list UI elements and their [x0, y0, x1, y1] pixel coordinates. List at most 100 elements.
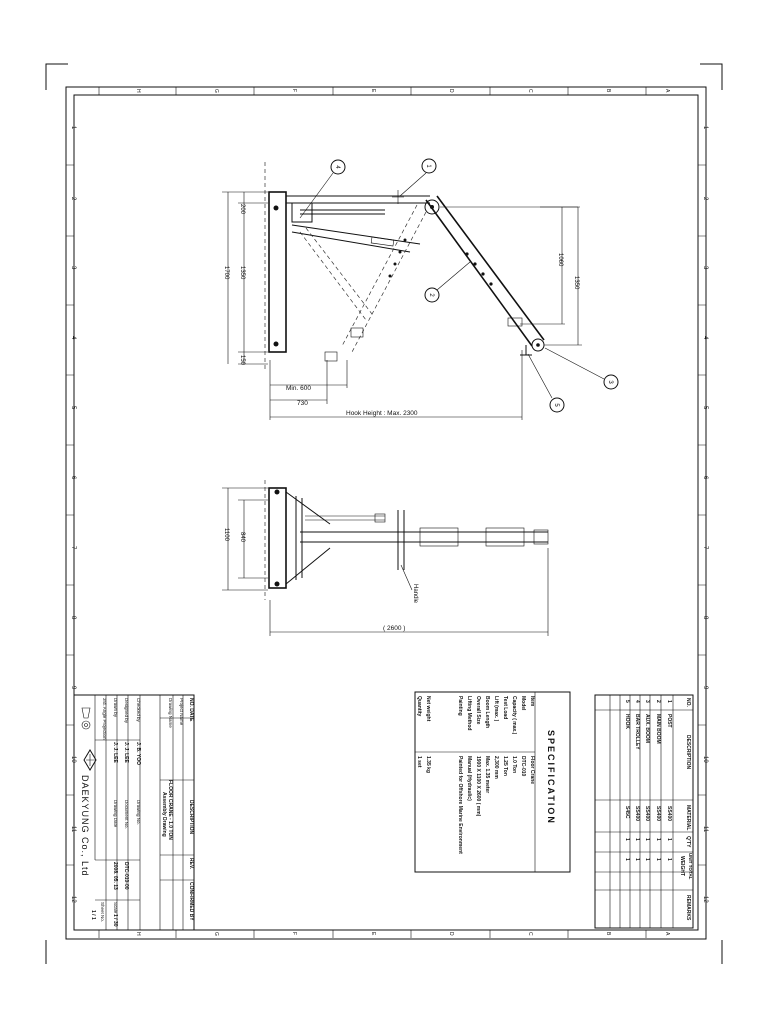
- title-block: NO. DATE DESCRIPTION REV. CONFIRMED BY Proje…: [73, 694, 195, 931]
- drawing-date-label: Drawing Date: [113, 800, 118, 828]
- column-mark-G: G: [213, 89, 219, 93]
- spec-key: Model: [520, 696, 526, 711]
- designed-by: J. J. LEE: [123, 742, 129, 764]
- handle-bar: [397, 510, 405, 570]
- balloon-5: 5: [527, 353, 565, 413]
- rev-header-no-date: NO. DATE: [188, 698, 194, 722]
- row-mark-4: 4: [70, 336, 76, 340]
- row-mark-2: 2: [70, 197, 76, 201]
- dim-150: 150: [239, 355, 245, 366]
- base-plate: [268, 191, 287, 353]
- bom-row-unit: 1: [624, 858, 630, 861]
- bom-row-qty: 1: [624, 838, 630, 841]
- dim-2600: ( 2600 ): [383, 625, 405, 632]
- bom-row-description: MAIN BOOM: [655, 714, 661, 744]
- bom-row-no: 4: [634, 700, 640, 703]
- rev-header-rev: REV.: [188, 858, 194, 870]
- dim-hook-height: Hook Height : Max. 2300: [346, 410, 418, 417]
- balloon-4: 4: [299, 159, 346, 219]
- bom-row-no: 5: [624, 700, 630, 703]
- bom-row-qty: 1: [655, 838, 661, 841]
- spec-value: 1.35 kg: [425, 756, 431, 773]
- bom-row-qty: 1: [644, 838, 650, 841]
- row-mark-1: 1: [70, 126, 76, 130]
- spec-key: Painting: [457, 696, 463, 716]
- dim-1700: 1700: [223, 266, 229, 280]
- bom-header-weight: WEIGHT: [679, 856, 685, 876]
- spec-value: 1.25 Ton: [502, 756, 508, 776]
- column-mark-G: G: [213, 932, 219, 936]
- dim-1350: 1350: [239, 266, 245, 280]
- post-arm: [286, 195, 430, 204]
- bom-row-material: SS400: [644, 806, 650, 821]
- dim-1350-right: 1350: [573, 276, 579, 290]
- bom-row-unit: 1: [666, 858, 672, 861]
- spec-value: DTC-010: [520, 756, 526, 777]
- column-mark-H: H: [135, 89, 141, 93]
- bom-row-description: BAR TROLLEY: [634, 714, 640, 750]
- checked-by-label: Checked by: [136, 698, 141, 723]
- bom-row-qty: 1: [634, 838, 640, 841]
- svg-text:3: 3: [607, 380, 613, 384]
- row-mark-10: 10: [702, 756, 708, 763]
- drawing-name-label: Drawing Name: [168, 698, 173, 728]
- bom-row-material: SS400: [666, 806, 672, 821]
- base-plate-top: [268, 487, 287, 589]
- row-mark-1: 1: [702, 126, 708, 130]
- bom-row-qty: 1: [666, 838, 672, 841]
- bom-row-no: 1: [666, 700, 672, 703]
- spec-value: 2,300 mm: [493, 756, 499, 779]
- drawing-name: FLOOR CRANE - 1.0 TON: [167, 780, 173, 840]
- svg-text:2: 2: [428, 293, 434, 297]
- column-mark-E: E: [370, 89, 376, 93]
- row-mark-5: 5: [70, 406, 76, 410]
- company-logo: [83, 749, 97, 771]
- drawn-by-label: Drawn by: [113, 698, 118, 718]
- row-mark-9: 9: [70, 686, 76, 690]
- bom-row-description: HOOK: [624, 714, 630, 729]
- bom-row-no: 3: [644, 700, 650, 703]
- bom-row-description: AUX. BOOM: [644, 714, 650, 743]
- side-view: 200 1350 1700 150 1060 1350 Min. 600 730…: [222, 158, 619, 420]
- column-mark-B: B: [605, 89, 611, 93]
- row-mark-8: 8: [702, 616, 708, 620]
- bom-header-material: MATERIAL: [685, 805, 691, 830]
- bom-row-unit: 1: [655, 858, 661, 861]
- rev-header-description: DESCRIPTION: [188, 800, 194, 835]
- dim-840: 840: [239, 532, 245, 543]
- crop-marks: [45, 63, 723, 964]
- dim-min-600: Min. 600: [286, 385, 311, 392]
- sheet-value: 1 / 1: [90, 910, 96, 920]
- rev-header-confirmed-by: CONFIRMED BY: [188, 882, 194, 921]
- spec-title: SPECIFICATION: [546, 730, 556, 825]
- column-mark-F: F: [291, 89, 297, 92]
- bom-header-description: DESCRIPTION: [685, 735, 691, 770]
- row-mark-9: 9: [702, 686, 708, 690]
- document-no-label: Document No.: [124, 800, 129, 829]
- bom-header-qty: Q'TY: [685, 836, 691, 848]
- svg-text:4: 4: [334, 165, 340, 169]
- spec-value: Painted for Offshore Marine Environment: [457, 756, 463, 854]
- row-mark-11: 11: [70, 826, 76, 833]
- row-mark-7: 7: [702, 546, 708, 550]
- column-mark-H: H: [135, 932, 141, 936]
- spec-key: Lift (max. ): [493, 696, 499, 722]
- project-name-label: Project Name: [179, 698, 184, 726]
- bom-row-material: SS400: [655, 806, 661, 821]
- column-mark-C: C: [527, 89, 533, 93]
- bom-row-material: S45C: [624, 806, 630, 819]
- company-name: DAEKYUNG Co., Ltd: [80, 775, 90, 877]
- dim-730: 730: [297, 400, 308, 407]
- row-mark-10: 10: [70, 756, 76, 763]
- spec-key: Overall Size: [475, 696, 481, 725]
- dim-1060: 1060: [557, 253, 563, 267]
- row-mark-3: 3: [702, 266, 708, 270]
- drawing-date: 2008. 05. 13: [112, 862, 118, 890]
- row-mark-12: 12: [70, 896, 76, 903]
- designed-by-label: Designed by: [124, 698, 129, 724]
